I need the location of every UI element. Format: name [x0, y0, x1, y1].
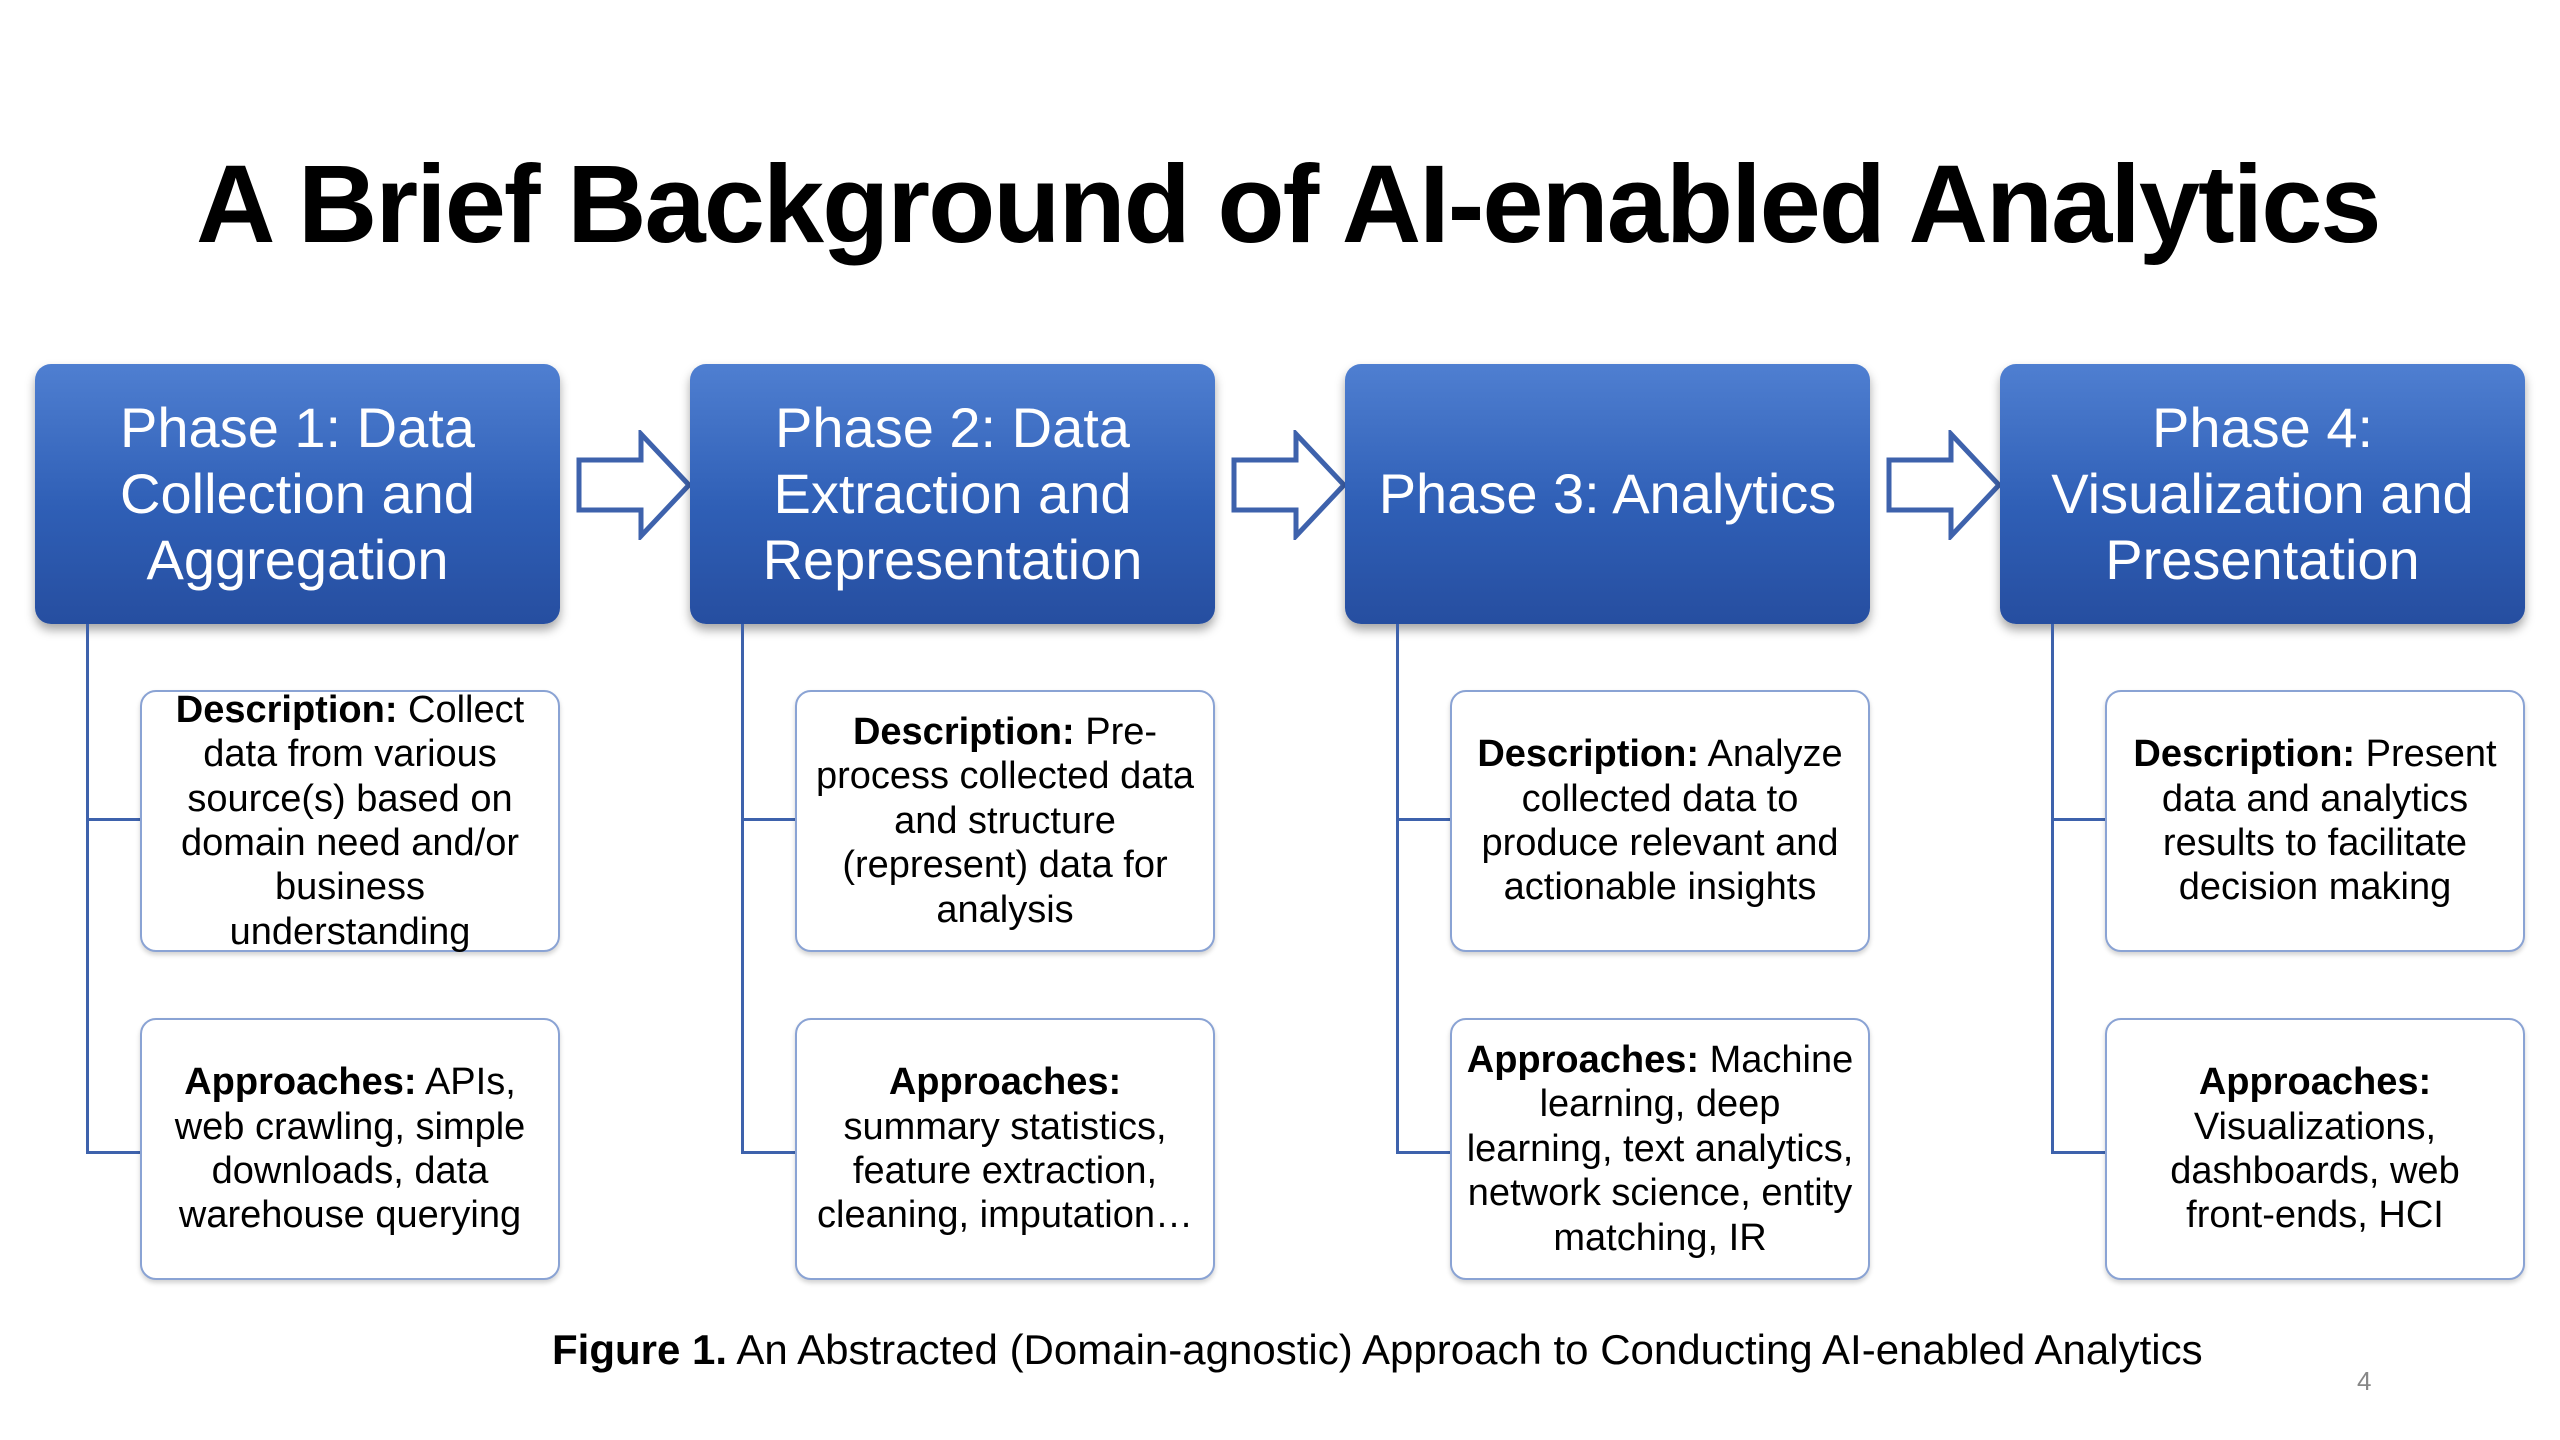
phase-4-approaches-card: Approaches: Visualizations, dashboards, … — [2105, 1018, 2525, 1280]
description-text: Present data and analytics results to fa… — [2161, 733, 2497, 909]
figure-caption-label: Figure 1. — [552, 1326, 728, 1373]
approaches-text: APIs, web crawling, simple downloads, da… — [174, 1061, 526, 1237]
phase-1-approaches-card: Approaches: APIs, web crawling, simple d… — [140, 1018, 560, 1280]
description-text: Collect data from various source(s) base… — [180, 688, 525, 953]
phase-3-desc-branch — [1396, 818, 1450, 821]
phase-3-connector — [1396, 624, 1399, 1154]
phase-2-approaches-card: Approaches: summary statistics, feature … — [795, 1018, 1215, 1280]
phase-2-appr-branch — [741, 1151, 795, 1154]
page-number: 4 — [2357, 1366, 2372, 1396]
right-arrow-icon — [576, 430, 693, 540]
phase-3-description-card: Description: Analyze collected data to p… — [1450, 690, 1870, 952]
description-text: Pre-process collected data and structure… — [815, 710, 1195, 931]
description-label: Description: — [2133, 733, 2356, 776]
description-label: Description: — [852, 710, 1075, 753]
phase-1-description-card: Description: Collect data from various s… — [140, 688, 560, 953]
phase-3-approaches-card: Approaches: Machine learning, deep learn… — [1450, 1018, 1870, 1280]
right-arrow-icon — [1231, 430, 1348, 540]
phase-2-header: Phase 2: Data Extraction and Representat… — [690, 364, 1215, 624]
approaches-text: summary statistics, feature extraction, … — [817, 1105, 1193, 1237]
phase-2-connector — [741, 624, 744, 1154]
phase-4-appr-branch — [2051, 1151, 2105, 1154]
phase-1-desc-branch — [86, 818, 140, 821]
right-arrow-icon — [1886, 430, 2003, 540]
phase-3-appr-branch — [1396, 1151, 1450, 1154]
slide-title: A Brief Background of AI-enabled Analyti… — [196, 143, 2382, 266]
phase-4-header: Phase 4: Visualization and Presentation — [2000, 364, 2525, 624]
phase-1-appr-branch — [86, 1151, 140, 1154]
approaches-label: Approaches: — [184, 1061, 417, 1104]
approaches-text: Machine learning, deep learning, text an… — [1466, 1038, 1854, 1259]
figure-caption: Figure 1. An Abstracted (Domain-agnostic… — [552, 1326, 2203, 1374]
phase-1-connector — [86, 624, 89, 1154]
figure-caption-text: An Abstracted (Domain-agnostic) Approach… — [727, 1326, 2203, 1373]
approaches-label: Approaches: — [2198, 1061, 2432, 1104]
approaches-label: Approaches: — [888, 1061, 1122, 1104]
phase-2-description-card: Description: Pre-process collected data … — [795, 690, 1215, 952]
approaches-text: Visualizations, dashboards, web front-en… — [2170, 1105, 2460, 1237]
phase-2-desc-branch — [741, 818, 795, 821]
description-label: Description: — [175, 688, 398, 731]
phase-3-header: Phase 3: Analytics — [1345, 364, 1870, 624]
description-text: Analyze collected data to produce releva… — [1481, 733, 1843, 909]
description-label: Description: — [1477, 733, 1700, 776]
phase-4-connector — [2051, 624, 2054, 1154]
phase-1-header: Phase 1: Data Collection and Aggregation — [35, 364, 560, 624]
approaches-label: Approaches: — [1466, 1038, 1700, 1081]
phase-4-description-card: Description: Present data and analytics … — [2105, 690, 2525, 952]
phase-4-desc-branch — [2051, 818, 2105, 821]
